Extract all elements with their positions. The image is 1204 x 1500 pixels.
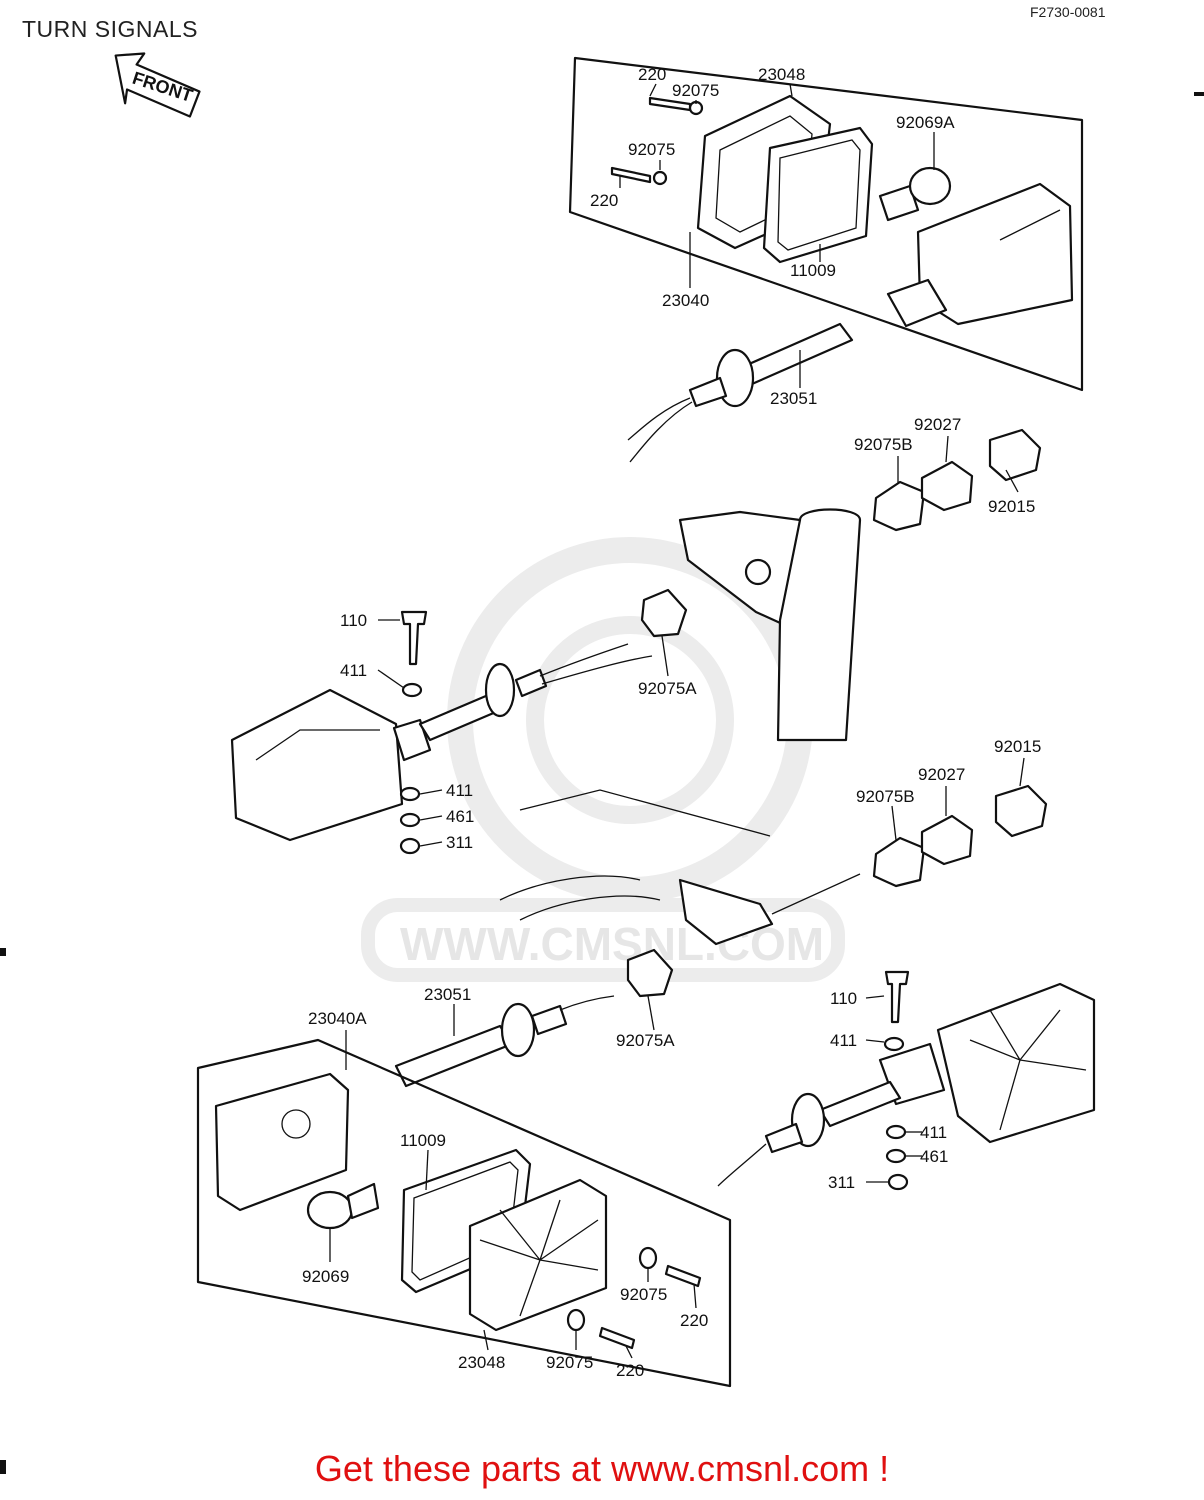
edge-mark bbox=[0, 1460, 6, 1474]
upper-gasket bbox=[762, 126, 874, 264]
callout-23051: 23051 bbox=[424, 985, 471, 1004]
callout-92075: 92075 bbox=[672, 81, 719, 100]
front-arrow: FRONT bbox=[114, 52, 201, 118]
grommet-92075A-lower bbox=[626, 948, 674, 998]
callout-311: 311 bbox=[828, 1173, 855, 1192]
callout-220: 220 bbox=[616, 1361, 644, 1380]
callout-92075A: 92075A bbox=[638, 679, 697, 698]
callout-220: 220 bbox=[590, 191, 618, 210]
callout-92027: 92027 bbox=[918, 765, 965, 784]
callout-92075: 92075 bbox=[546, 1353, 593, 1372]
upper-signal-housing bbox=[886, 182, 1074, 328]
callout-411: 411 bbox=[446, 781, 473, 800]
callout-92075A: 92075A bbox=[616, 1031, 675, 1050]
rear-frame bbox=[499, 789, 861, 946]
callout-92075B: 92075B bbox=[854, 435, 913, 454]
callout-11009: 11009 bbox=[400, 1131, 446, 1150]
callout-23051: 23051 bbox=[770, 389, 817, 408]
callout-92075B: 92075B bbox=[856, 787, 915, 806]
left-front-hardware bbox=[399, 610, 428, 855]
left-front-signal bbox=[230, 643, 653, 842]
rear-spacers bbox=[872, 784, 1048, 888]
callout-411: 411 bbox=[920, 1123, 947, 1142]
callout-92015: 92015 bbox=[988, 497, 1035, 516]
upper-screws bbox=[610, 96, 704, 186]
upper-spacers bbox=[872, 428, 1042, 532]
callout-23040A: 23040A bbox=[308, 1009, 367, 1028]
callout-461: 461 bbox=[446, 807, 474, 826]
callout-23048: 23048 bbox=[458, 1353, 505, 1372]
callout-220: 220 bbox=[638, 65, 666, 84]
callout-110: 110 bbox=[340, 611, 367, 630]
right-rear-signal bbox=[717, 982, 1096, 1187]
callout-311: 311 bbox=[446, 833, 473, 852]
upper-bulb bbox=[878, 166, 952, 222]
callout-labels: 220 92075 23048 92075 220 92069A 11009 2… bbox=[302, 65, 1041, 1380]
callout-92015: 92015 bbox=[994, 737, 1041, 756]
callout-411: 411 bbox=[830, 1031, 857, 1050]
upper-stalk bbox=[627, 322, 854, 463]
callout-411: 411 bbox=[340, 661, 367, 680]
callout-92069: 92069 bbox=[302, 1267, 349, 1286]
upper-assembly-frame bbox=[568, 56, 1084, 392]
edge-mark bbox=[0, 948, 6, 956]
lower-assembly-frame bbox=[196, 1038, 732, 1388]
callout-92075: 92075 bbox=[620, 1285, 667, 1304]
lower-housing bbox=[214, 1072, 350, 1212]
leader-lines bbox=[329, 83, 1025, 1359]
callout-92069A: 92069A bbox=[896, 113, 955, 132]
lower-bulb bbox=[306, 1182, 380, 1230]
callout-92075: 92075 bbox=[628, 140, 675, 159]
lower-stalk bbox=[394, 995, 615, 1088]
callout-11009: 11009 bbox=[790, 261, 836, 280]
drawing-code: F2730-0081 bbox=[1030, 4, 1106, 20]
callout-110: 110 bbox=[830, 989, 857, 1008]
callout-23048: 23048 bbox=[758, 65, 805, 84]
callout-220: 220 bbox=[680, 1311, 708, 1330]
lower-screws bbox=[566, 1246, 702, 1350]
callout-461: 461 bbox=[920, 1147, 948, 1166]
page-title: TURN SIGNALS bbox=[22, 16, 198, 42]
lower-lens bbox=[468, 1178, 608, 1332]
footer-link-text[interactable]: Get these parts at www.cmsnl.com ! bbox=[314, 1448, 890, 1489]
callout-92027: 92027 bbox=[914, 415, 961, 434]
right-rear-hardware bbox=[883, 970, 910, 1191]
edge-mark bbox=[1194, 92, 1204, 96]
callout-23040: 23040 bbox=[662, 291, 709, 310]
grommet-92075A-upper bbox=[640, 588, 688, 638]
fork-bracket bbox=[678, 508, 862, 742]
